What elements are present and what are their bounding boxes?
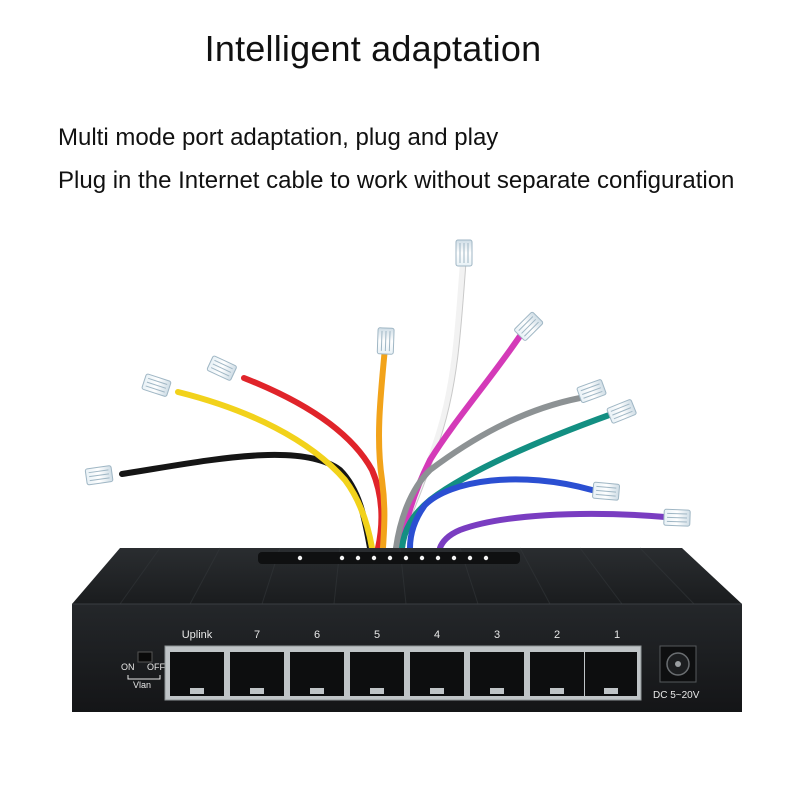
plug-blue bbox=[592, 481, 621, 501]
plug-teal bbox=[606, 399, 637, 424]
vlan-toggle bbox=[137, 651, 153, 663]
dc-power-jack bbox=[659, 645, 697, 683]
plug-yellow bbox=[141, 373, 172, 397]
switch-top-face bbox=[72, 548, 742, 604]
port-3 bbox=[470, 652, 524, 696]
rj45-plugs bbox=[84, 239, 691, 527]
plug-purple bbox=[663, 508, 691, 527]
port-uplink bbox=[170, 652, 224, 696]
plug-white bbox=[455, 239, 473, 267]
plug-magenta bbox=[514, 311, 544, 341]
vlan-on-label: ON bbox=[121, 662, 135, 672]
cable-orange bbox=[376, 345, 388, 551]
cable-blue bbox=[407, 476, 595, 551]
port-label-2: 2 bbox=[554, 629, 560, 641]
plug-red bbox=[206, 355, 237, 381]
headline: Intelligent adaptation bbox=[204, 28, 542, 69]
port-label-uplink: Uplink bbox=[182, 629, 213, 641]
network-switch: ON OFF Vlan Uplink 7 6 5 4 3 2 1 bbox=[72, 547, 742, 712]
port-label-4: 4 bbox=[434, 629, 440, 641]
vlan-label: Vlan bbox=[133, 680, 151, 690]
port-label-1: 1 bbox=[614, 629, 620, 641]
status-leds bbox=[297, 555, 489, 561]
subline-plug-and-play: Multi mode port adaptation, plug and pla… bbox=[58, 124, 499, 151]
cable-gray bbox=[393, 395, 583, 551]
switch-top-texture bbox=[119, 547, 695, 605]
port-label-6: 6 bbox=[314, 629, 320, 641]
vlan-off-label: OFF bbox=[147, 662, 165, 672]
port-5 bbox=[350, 652, 404, 696]
rj45-ports bbox=[170, 652, 637, 696]
ethernet-cables bbox=[119, 259, 668, 551]
cable-magenta bbox=[399, 333, 523, 551]
plug-orange bbox=[376, 327, 395, 355]
cable-teal bbox=[399, 411, 615, 551]
cable-purple bbox=[437, 510, 668, 551]
port-6 bbox=[290, 652, 344, 696]
port-label-3: 3 bbox=[494, 629, 500, 641]
cable-red bbox=[241, 375, 385, 551]
cable-yellow bbox=[175, 389, 375, 551]
port-label-7: 7 bbox=[254, 629, 260, 641]
plug-black bbox=[84, 465, 114, 486]
port-4 bbox=[410, 652, 464, 696]
port-1 bbox=[585, 652, 637, 696]
port-7 bbox=[230, 652, 284, 696]
plug-gray bbox=[576, 379, 607, 403]
port-labels: Uplink 7 6 5 4 3 2 1 bbox=[182, 629, 620, 641]
subline-no-configuration: Plug in the Internet cable to work witho… bbox=[58, 167, 735, 194]
power-label: DC 5~20V bbox=[653, 690, 700, 701]
port-2 bbox=[530, 652, 584, 696]
port-label-5: 5 bbox=[374, 629, 380, 641]
